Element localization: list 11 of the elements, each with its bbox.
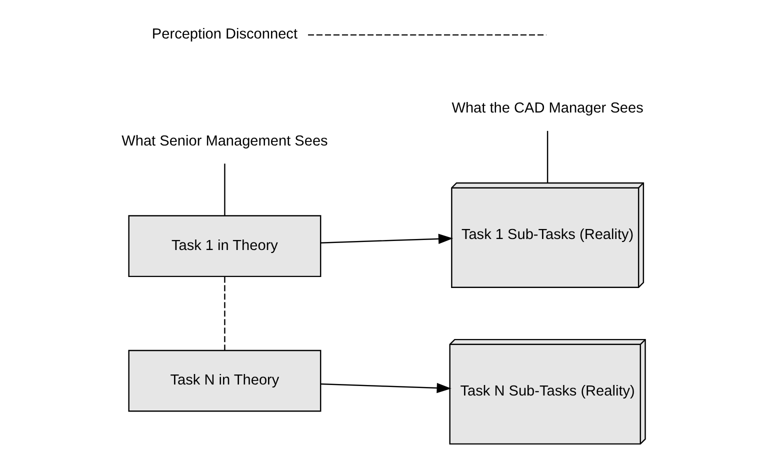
arrow (320, 234, 453, 244)
node-text: Perception Disconnect (151, 26, 298, 43)
node-box: Task N in Theory (128, 350, 321, 412)
node-text: What the CAD Manager Sees (451, 100, 643, 117)
connector (308, 34, 546, 36)
node-box: Task 1 in Theory (128, 215, 321, 278)
connector (546, 130, 548, 183)
connector (224, 276, 225, 350)
arrow (320, 382, 451, 394)
node-text: What Senior Management Sees (121, 133, 328, 150)
connector (224, 164, 225, 216)
